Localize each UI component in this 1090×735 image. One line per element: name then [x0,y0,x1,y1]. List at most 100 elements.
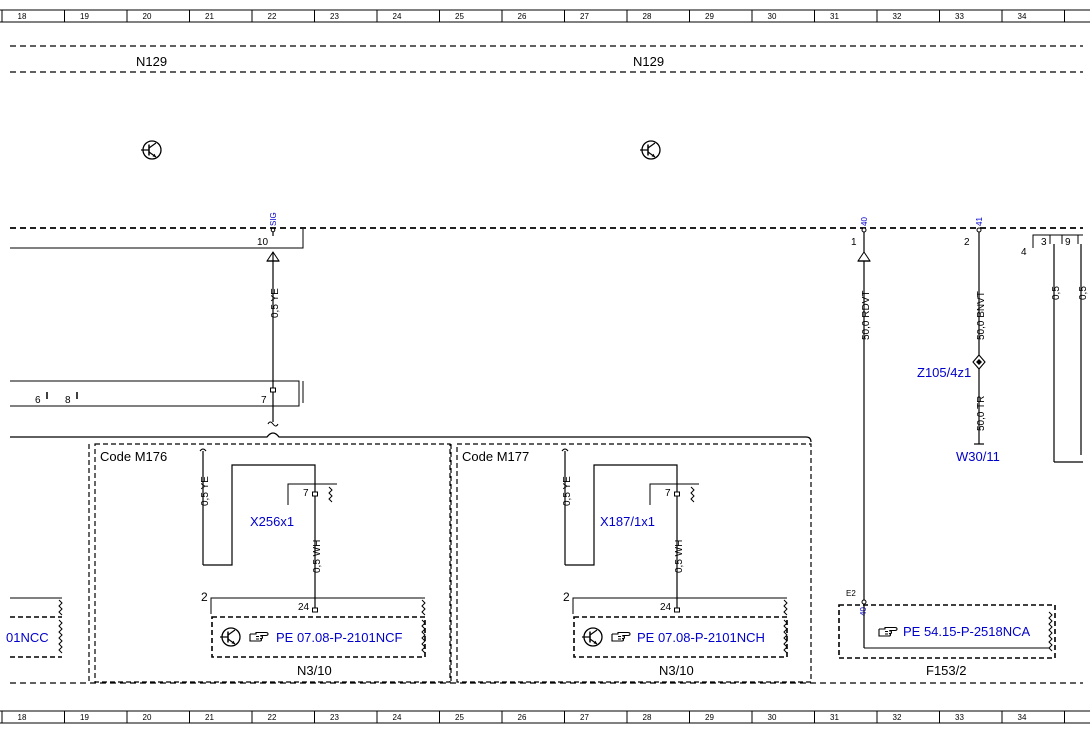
ruler-cell-label: 20 [143,12,152,21]
transistor-icon [582,627,603,647]
pin-label: 2 [563,590,570,604]
ruler-cell-label: 31 [830,713,839,722]
code-m177-box: Code M177 [450,443,812,683]
ruler-cell-label: 24 [393,12,402,21]
pin-label: 24 [298,602,310,613]
pin-label: 9 [1065,237,1071,248]
component-label-n3-10-right: N3/10 [659,663,694,678]
pin-label: 3 [1041,237,1047,248]
ruler-cell-label: 22 [268,12,277,21]
bus-line [10,406,812,443]
m177-wiring: 0,5 YE 7 X187/1x1 0,5 WH 24 2 PE 07.08-P… [561,448,788,678]
reference-link[interactable]: PE 07.08-P-2101NCH [637,630,765,645]
transistor-icon [141,140,162,160]
pin-label: 2 [964,237,970,248]
pin-label: 6 [35,395,41,406]
code-m176-box: Code M176 [88,443,451,683]
ruler-cell-label: 31 [830,12,839,21]
wire-label: 50,0 TR [976,396,987,431]
wire-50-rdvt: 50,0 RDVT E2 40 [846,227,872,616]
wire-label: 0,5 YE [200,476,211,506]
pin-label: 10 [257,237,269,248]
signal-tag: 41 [975,217,984,226]
ruler-cell-label: 21 [205,713,214,722]
main-connector-band [10,227,1083,249]
ruler-cell-label: 21 [205,12,214,21]
ruler-cell-label: 24 [393,713,402,722]
n129-band: N129 N129 [10,45,1083,73]
pointing-hand-icon [611,631,631,642]
ruler-top: 18 19 20 21 22 23 24 25 26 27 28 29 30 31 32 33 34 [0,9,1090,23]
ruler-cell-label: 25 [455,713,464,722]
signal-tag: SIG [269,212,278,226]
connector-block-mid-left: 6 8 7 [10,380,304,407]
component-label-n3-10-left: N3/10 [297,663,332,678]
wire-label: 0,5 [1078,286,1089,300]
ruler-cell-label: 28 [643,12,652,21]
reference-link[interactable]: 01NCC [6,630,49,645]
wire-50-bnvt: 50,0 BNVT Z105/4z1 50,0 TR W30/11 [917,227,1000,464]
connector-label-x187-1x1: X187/1x1 [600,514,655,529]
ruler-cell-label: 28 [643,713,652,722]
pin-label: 24 [660,602,672,613]
ruler-cell-label: 23 [330,713,339,722]
ruler-cell-label: 30 [768,12,777,21]
ruler-cell-label: 29 [705,713,714,722]
ruler-cell-label: 26 [518,12,527,21]
component-label-n129-left: N129 [136,54,167,69]
pointing-hand-icon [249,631,269,642]
pin-label: 4 [1021,247,1027,258]
ruler-cell-label: 19 [80,12,89,21]
pointing-hand-icon [878,626,898,637]
ruler-cell-label: 30 [768,713,777,722]
ruler-cell-label: 25 [455,12,464,21]
wire-label: 0,5 WH [312,540,323,573]
ruler-cell-label: 34 [1018,12,1027,21]
right-edge-wires: 0,5 0,5 [1051,244,1089,463]
wire-label: 0,5 WH [674,540,685,573]
pin-label: 7 [261,395,267,406]
ruler-cell-label: 33 [955,12,964,21]
ruler-cell-label: 22 [268,713,277,722]
ruler-cell-label: 19 [80,713,89,722]
pin-label: 7 [303,488,309,499]
connector-label-x256x1: X256x1 [250,514,294,529]
ruler-cell-label: 33 [955,713,964,722]
connector-label-z105-4z1: Z105/4z1 [917,365,971,380]
component-label-n129-right: N129 [633,54,664,69]
reference-link[interactable]: PE 07.08-P-2101NCF [276,630,403,645]
m176-wiring: 0,5 YE 7 X256x1 0,5 WH 24 2 PE 07.08-P-2… [199,448,426,678]
ruler-cell-label: 20 [143,713,152,722]
ruler-bottom: 18 19 20 21 22 23 24 25 26 27 28 29 30 31 32 33 34 [0,710,1090,724]
ruler-cell-label: 27 [580,12,589,21]
wire-label: 0,5 YE [270,288,281,318]
pin-label: 1 [851,237,857,248]
ruler-cell-label: 23 [330,12,339,21]
ruler-cell-label: 18 [18,12,27,21]
ruler-cell-label: 29 [705,12,714,21]
pin-label: 7 [665,488,671,499]
pin-label: 2 [201,590,208,604]
code-label-m176: Code M176 [100,449,167,464]
left-partial-block: 01NCC [6,597,63,658]
pin-label: 8 [65,395,71,406]
ruler-cell-label: 32 [893,12,902,21]
wire-label: 50,0 RDVT [861,291,872,340]
pin-label: E2 [846,589,856,598]
ruler-cell-label: 32 [893,713,902,722]
wire-label: 0,5 YE [562,476,573,506]
reference-link[interactable]: PE 54.15-P-2518NCA [903,624,1031,639]
ruler-cell-label: 26 [518,713,527,722]
wire-label: 0,5 [1051,286,1062,300]
signal-tag: 40 [860,217,869,226]
connector-label-w30-11: W30/11 [956,449,1000,464]
transistor-icon [220,627,241,647]
ruler-cell-label: 27 [580,713,589,722]
ruler-cell-label: 34 [1018,713,1027,722]
code-label-m177: Code M177 [462,449,529,464]
wire-label: 50,0 BNVT [976,291,987,340]
wire-0-5-ye-main: 0,5 YE [266,227,281,393]
transistor-icon [640,140,661,160]
ruler-cell-label: 18 [18,713,27,722]
